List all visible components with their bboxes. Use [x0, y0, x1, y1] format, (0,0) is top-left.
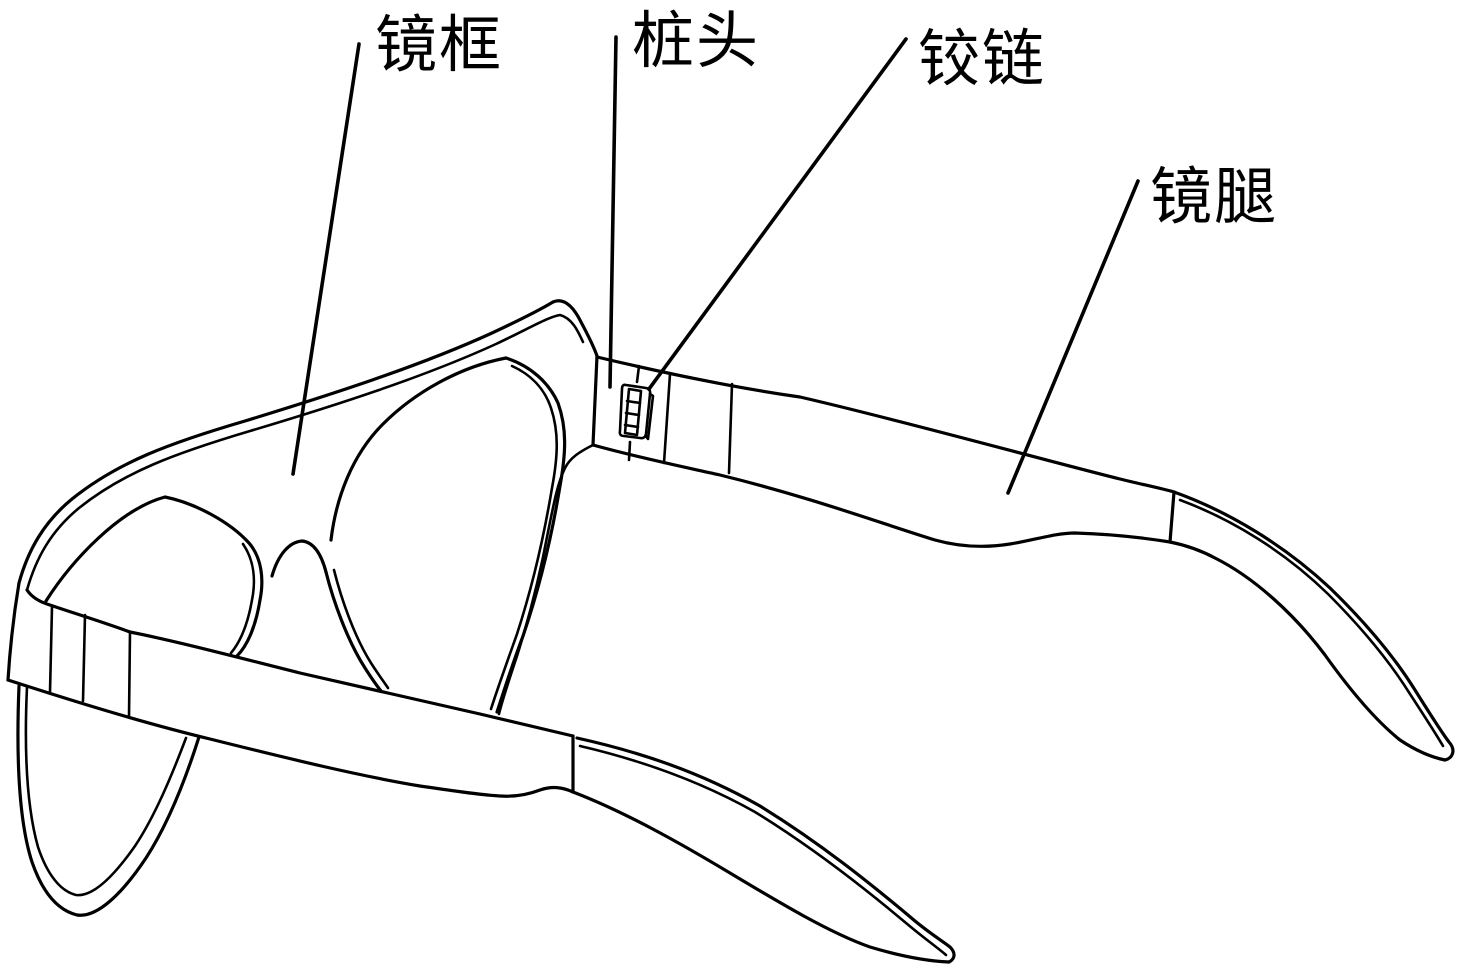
- near-temple-segment-divider-1: [662, 372, 672, 465]
- right-lens-left-lower-rim: [324, 570, 383, 693]
- left-lens-top-rim: [44, 495, 264, 658]
- right-lens-right-rim-inner: [489, 364, 559, 711]
- hinge-barrel-outer: [618, 383, 652, 440]
- endpiece-back-edge: [591, 354, 599, 447]
- hinge-barrel-side: [644, 392, 655, 441]
- left-lens-loop-outer: [16, 684, 201, 917]
- label-temple: 镜腿: [1150, 164, 1278, 232]
- near-temple: [591, 355, 1455, 762]
- frame-browline-outer: [17, 300, 555, 585]
- part-labels: 镜框 桩头 铰链 镜腿: [375, 8, 1278, 232]
- near-temple-tip-joint: [1168, 490, 1176, 544]
- left-hinge-divider-2: [81, 613, 87, 703]
- near-temple-segment-divider-2: [727, 382, 734, 475]
- far-temple-hook-inner: [578, 744, 948, 957]
- near-temple-hook-bottom: [1168, 540, 1447, 762]
- left-endpiece-top-edge: [25, 588, 132, 634]
- label-end-piece: 桩头: [632, 8, 760, 76]
- right-lens-upper-rim: [329, 356, 508, 542]
- far-temple-top-edge: [128, 630, 575, 738]
- right-lens: [324, 356, 595, 716]
- leader-temple: [1006, 179, 1140, 495]
- frame-inner-edge-right: [497, 443, 595, 716]
- hinge-barrel-inner: [623, 387, 643, 437]
- leader-hinge: [647, 37, 908, 391]
- left-lens: [16, 495, 264, 917]
- bridge-arch: [270, 539, 328, 578]
- far-temple-hook-bottom: [571, 790, 951, 964]
- left-lens-loop-inner: [24, 685, 188, 897]
- leader-lens-frame: [291, 42, 361, 476]
- bridge: [270, 539, 328, 578]
- temple-front-edge-above-hinge: [635, 364, 641, 384]
- leader-end-piece: [608, 35, 618, 389]
- near-temple-bottom-edge: [591, 443, 1172, 548]
- end-piece-near: [591, 354, 641, 462]
- label-hinge: 铰链: [918, 26, 1046, 94]
- right-lens-left-lower-rim-inner: [332, 568, 390, 690]
- near-temple-hook-outer: [1172, 490, 1455, 762]
- hinge-barrel: [618, 383, 655, 441]
- near-temple-top-edge: [595, 355, 1176, 494]
- left-lens-top-rim-inner: [229, 542, 256, 655]
- frame-left-edge: [6, 581, 21, 682]
- far-temple-bottom-edge: [6, 678, 575, 798]
- hinge-knuckle-line-3: [623, 423, 640, 429]
- temple-front-edge-below-hinge: [627, 440, 632, 462]
- frame-browline-inner: [25, 313, 585, 592]
- left-hinge-divider-3: [127, 630, 132, 719]
- near-temple-hook-inner: [1178, 498, 1445, 748]
- left-hinge-divider-1: [48, 605, 54, 694]
- far-temple: [6, 630, 956, 964]
- far-temple-hook-outer: [575, 736, 956, 964]
- hinge-knuckle-line-1: [625, 399, 642, 405]
- label-lens-frame: 镜框: [375, 12, 503, 80]
- frame-front: [6, 299, 599, 719]
- leader-lines: [291, 35, 1140, 495]
- frame-corner-right: [551, 299, 599, 358]
- hinge-knuckle-line-2: [624, 411, 641, 417]
